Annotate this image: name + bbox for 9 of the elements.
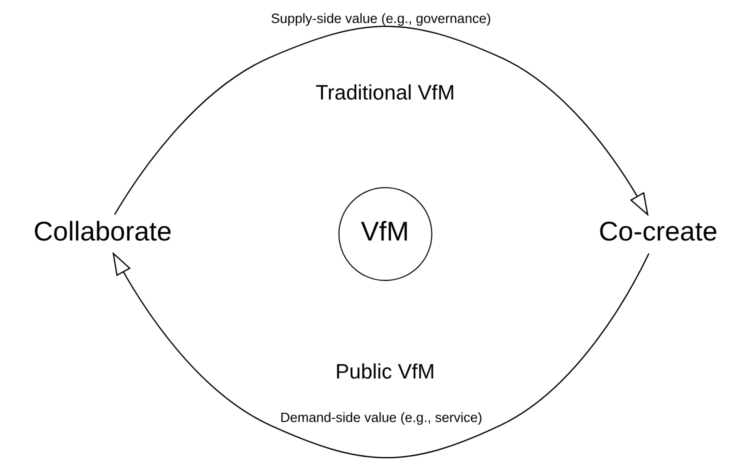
edge-label: Supply-side value (e.g., governance): [270, 11, 491, 26]
label: Public VfM: [335, 360, 435, 384]
arrow: [114, 26, 649, 216]
node-text: Co-create: [598, 216, 718, 247]
arrow: [112, 252, 650, 458]
label: Traditional VfM: [316, 82, 455, 105]
edge-label: Demand-side value (e.g., service): [280, 410, 482, 425]
node-text: Collaborate: [33, 216, 172, 247]
node-circle: VfM: [338, 187, 432, 281]
